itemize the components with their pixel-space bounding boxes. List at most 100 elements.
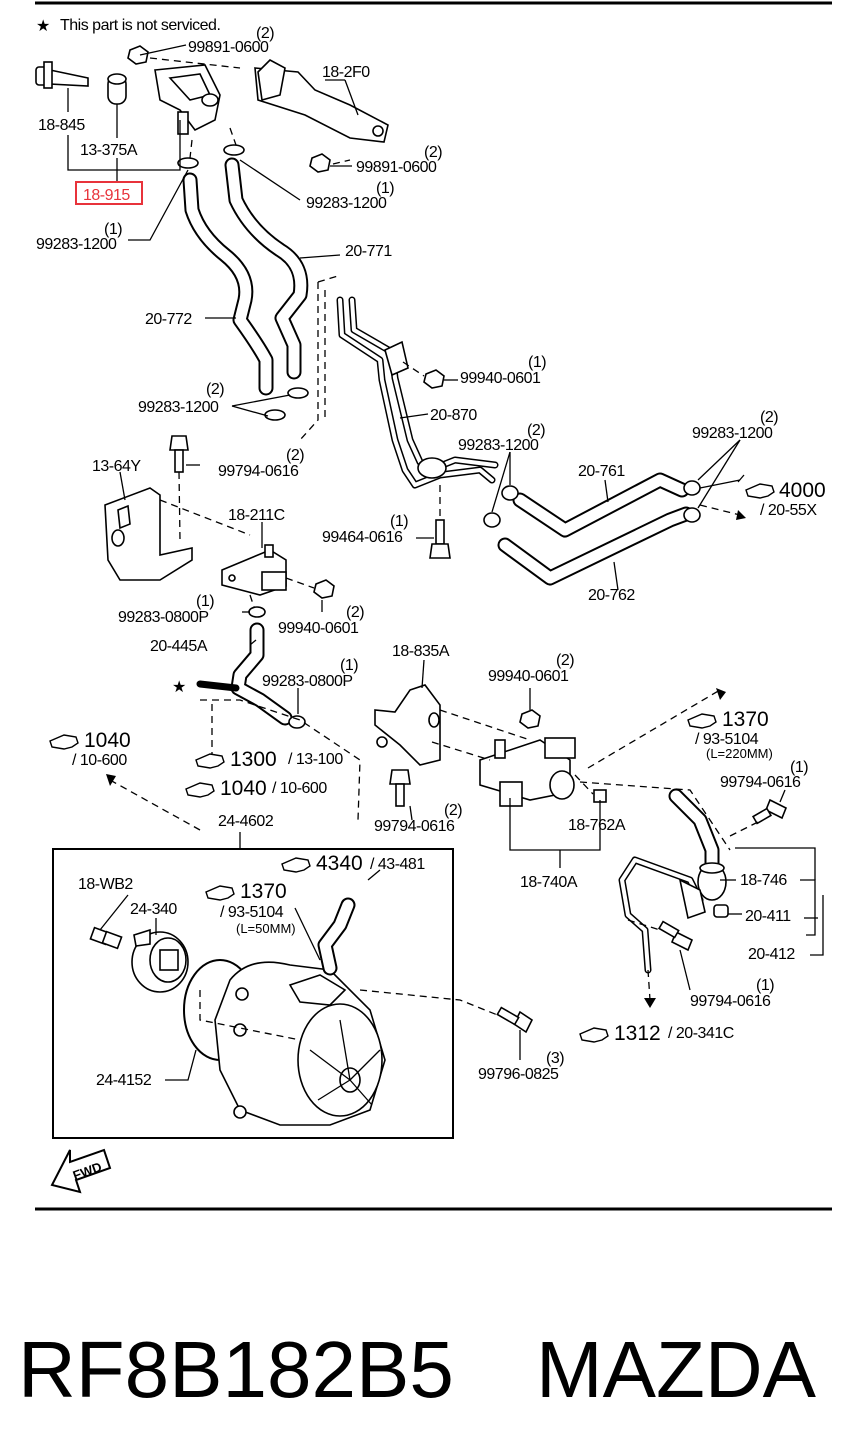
label-18-2f0: 18-2F0	[322, 64, 370, 81]
highlight-box-18-915[interactable]	[75, 181, 143, 205]
ref-1370-a-sub: / 93-5104	[695, 731, 759, 748]
pointing-hand-icon	[205, 885, 235, 901]
label-20-761: 20-761	[578, 463, 625, 480]
ref-1040-b[interactable]: 1040 / 10-600	[185, 777, 328, 800]
pointing-hand-icon	[687, 713, 717, 729]
hose-20-761-drawing	[512, 472, 690, 538]
qty-99283-d: (2)	[527, 422, 545, 439]
bracket-13-64y-drawing	[104, 487, 193, 581]
label-99891-a: 99891-0600	[188, 39, 269, 56]
label-99940-b: 99940-0601	[278, 620, 359, 637]
qty-99464: (1)	[390, 513, 408, 530]
ref-1370-a-length: (L=220MM)	[706, 746, 773, 761]
note-star: ★	[36, 18, 50, 35]
ref-1370-a[interactable]: 1370 / 93-5104 (L=220MM)	[687, 708, 773, 761]
pump-24-4602-drawing	[214, 961, 386, 1126]
hose-93-5104-b-drawing	[317, 897, 356, 976]
hose-20-762-drawing	[497, 506, 694, 586]
label-24-4602: 24-4602	[218, 813, 274, 830]
grommet-13-375a-drawing	[107, 73, 127, 105]
vacuum-pump-box	[52, 848, 454, 1139]
ref-1040-a[interactable]: 1040 / 10-600	[49, 729, 131, 769]
ref-1370-b[interactable]: 1370 / 93-5104 (L=50MM)	[205, 880, 296, 936]
label-20-445a: 20-445A	[150, 638, 208, 655]
qty-99283-e: (2)	[760, 409, 778, 426]
label-99794-b: 99794-0616	[720, 774, 801, 791]
qty-99283-a: (1)	[376, 180, 394, 197]
ref-1040-a-number: 1040	[84, 729, 131, 752]
label-99940-c: 99940-0601	[488, 668, 569, 685]
qty-99794-a: (2)	[286, 447, 304, 464]
hose-20-771-drawing	[224, 157, 309, 380]
ref-1040-b-sub: / 10-600	[272, 780, 327, 797]
label-99283-g: 99283-0800P	[262, 673, 353, 690]
label-99794-c: 99794-0616	[374, 818, 455, 835]
label-18-845: 18-845	[38, 117, 85, 134]
ref-1300-sub: / 13-100	[288, 751, 343, 768]
valve-18-740a-drawing	[479, 737, 576, 807]
ref-1312[interactable]: 1312 / 20-341C	[579, 1022, 734, 1045]
bolt-99794-b-drawing	[751, 798, 788, 825]
nut-99940-b-drawing	[313, 579, 335, 599]
bracket-18-835a-drawing	[374, 684, 441, 766]
label-99283-a: 99283-1200	[306, 195, 387, 212]
bolt-99796-drawing	[496, 1006, 534, 1034]
sensor-18-211c-drawing	[221, 544, 287, 596]
label-20-771: 20-771	[345, 243, 392, 260]
label-13-375a: 13-375A	[80, 142, 138, 159]
qty-99283-b: (1)	[104, 221, 122, 238]
nut-99940-c-drawing	[519, 709, 541, 729]
ref-1370-b-number: 1370	[240, 880, 287, 903]
label-99283-b: 99283-1200	[36, 236, 117, 253]
ref-4340-sub: / 43-481	[370, 856, 425, 873]
label-99283-c: 99283-1200	[138, 399, 219, 416]
ref-1312-sub: / 20-341C	[668, 1025, 734, 1042]
ref-4340-number: 4340	[316, 852, 363, 875]
label-18-762a: 18-762A	[568, 817, 626, 834]
cap-20-411-drawing	[713, 904, 729, 918]
cover-24-340-drawing	[131, 928, 189, 993]
pipe-20-870-drawing	[336, 296, 499, 489]
clamp-top-drawing	[177, 144, 245, 169]
label-99283-d: 99283-1200	[458, 437, 539, 454]
label-99283-e: 99283-1200	[692, 425, 773, 442]
label-18-wb2: 18-WB2	[78, 876, 133, 893]
label-99794-a: 99794-0616	[218, 463, 299, 480]
label-18-915: 18-915	[83, 187, 130, 204]
bolt-99794-d-drawing	[657, 920, 694, 952]
label-20-412: 20-412	[748, 946, 795, 963]
label-24-4152: 24-4152	[96, 1072, 152, 1089]
qty-99794-c: (2)	[444, 802, 462, 819]
label-18-740a: 18-740A	[520, 874, 578, 891]
label-20-870: 20-870	[430, 407, 477, 424]
label-99891-b: 99891-0600	[356, 159, 437, 176]
note-text: This part is not serviced.	[60, 17, 220, 34]
label-20-772: 20-772	[145, 311, 192, 328]
label-20-762: 20-762	[588, 587, 635, 604]
label-24-340: 24-340	[130, 901, 177, 918]
pipe-20-412-drawing	[618, 856, 706, 974]
valve-18-746-drawing	[697, 862, 727, 901]
label-13-64y: 13-64Y	[92, 458, 141, 475]
label-18-746: 18-746	[740, 872, 787, 889]
ref-4000[interactable]: 4000 / 20-55X	[745, 479, 826, 519]
ref-4000-number: 4000	[779, 479, 826, 502]
qty-99940-c: (2)	[556, 652, 574, 669]
ref-1312-number: 1312	[614, 1022, 661, 1045]
qty-99891-b: (2)	[424, 144, 442, 161]
hose-20-772-drawing	[182, 172, 274, 396]
ref-4000-sub: / 20-55X	[760, 502, 817, 519]
ref-4340[interactable]: 4340 / 43-481	[281, 852, 426, 875]
pointing-hand-icon	[281, 857, 311, 873]
qty-99794-d: (1)	[756, 977, 774, 994]
label-99940-a: 99940-0601	[460, 370, 541, 387]
nut-99940-a-drawing	[423, 369, 445, 389]
footer-brand: MAZDA	[536, 1325, 817, 1414]
label-20-411: 20-411	[745, 908, 791, 925]
bolt-99464-drawing	[429, 519, 451, 559]
qty-99940-b: (2)	[346, 604, 364, 621]
bolt-99794-a-drawing	[169, 435, 189, 473]
pointing-hand-icon	[579, 1027, 609, 1043]
ref-1300[interactable]: 1300 / 13-100	[195, 748, 344, 771]
